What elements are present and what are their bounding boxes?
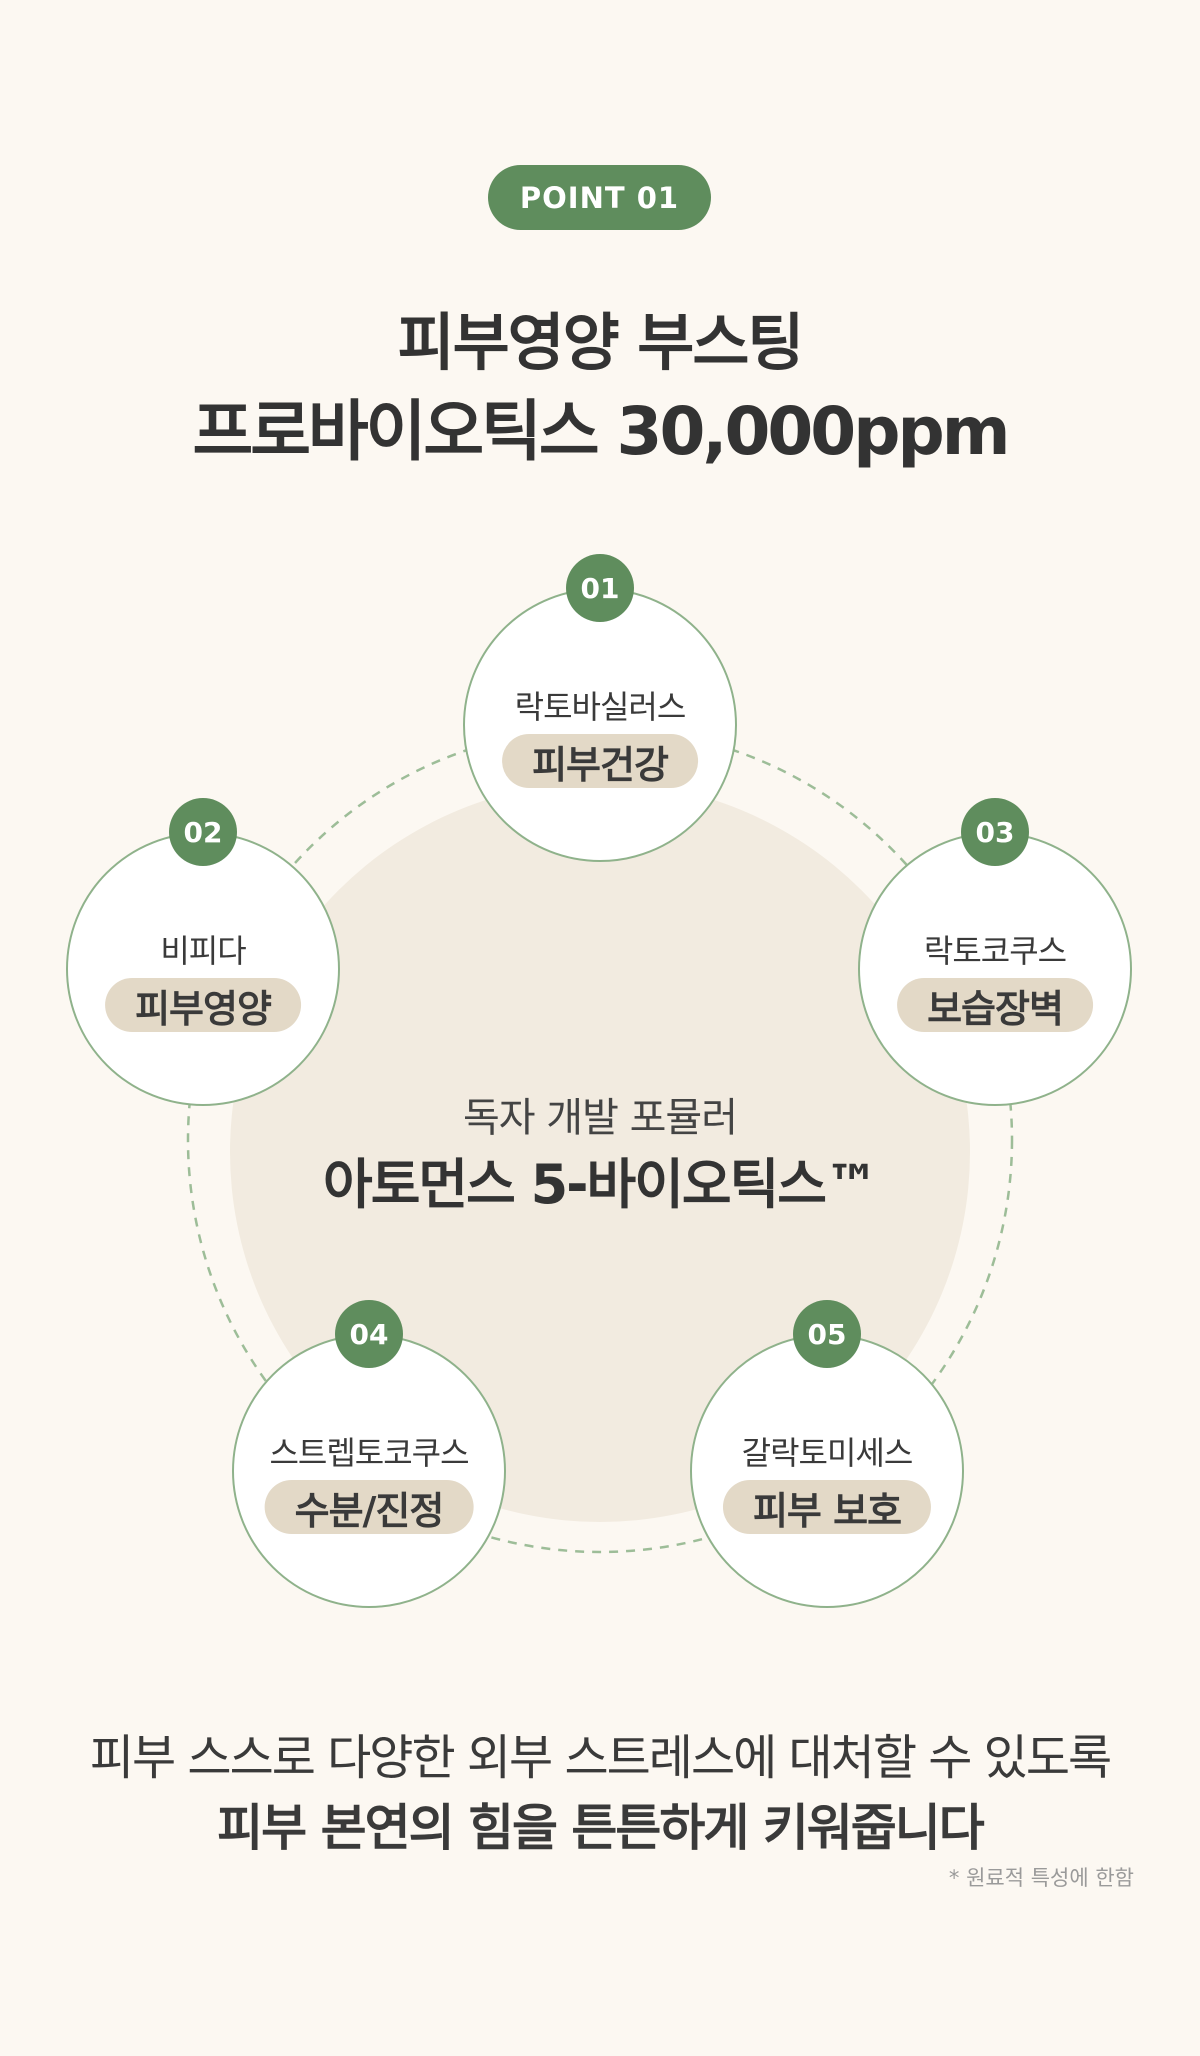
point-badge: POINT 01: [488, 165, 711, 230]
node-strain-name: 갈락토미세스: [741, 1434, 914, 1472]
node-benefit-tag: 피부영양: [105, 978, 301, 1032]
node-benefit-tag: 수분/진정: [264, 1480, 474, 1534]
node-strain-name: 스트렙토코쿠스: [269, 1434, 469, 1472]
center-subtitle: 독자 개발 포뮬러: [462, 1095, 738, 1141]
headline-line-1: 피부영양 부스팅: [397, 306, 805, 379]
node-number-badge: 02: [169, 798, 237, 866]
node-strain-name: 락토코쿠스: [923, 932, 1067, 970]
probiotic-node-02: 02 비피다 피부영양: [66, 798, 340, 1106]
description-line-2: 피부 본연의 힘을 튼튼하게 키워줍니다: [217, 1799, 985, 1857]
probiotic-node-01: 01 락토바실러스 피부건강: [463, 554, 737, 862]
probiotic-node-03: 03 락토코쿠스 보습장벽: [858, 798, 1132, 1106]
node-number-badge: 03: [961, 798, 1029, 866]
node-number-badge: 05: [793, 1300, 861, 1368]
footnote: * 원료적 특성에 한함: [948, 1866, 1134, 1890]
probiotics-diagram: 독자 개발 포뮬러 아토먼스 5-바이오틱스™ 01 락토바실러스 피부건강 0…: [0, 540, 1200, 1620]
probiotic-node-04: 04 스트렙토코쿠스 수분/진정: [232, 1300, 506, 1608]
node-number-badge: 01: [566, 554, 634, 622]
node-benefit-tag: 보습장벽: [897, 978, 1093, 1032]
node-number-badge: 04: [335, 1300, 403, 1368]
node-strain-name: 비피다: [160, 932, 246, 970]
headline-line-2: 프로바이오틱스 30,000ppm: [192, 393, 1011, 470]
node-benefit-tag: 피부 보호: [722, 1480, 932, 1534]
center-title: 아토먼스 5-바이오틱스™: [323, 1153, 879, 1216]
description-line-1: 피부 스스로 다양한 외부 스트레스에 대처할 수 있도록: [89, 1730, 1112, 1786]
probiotic-node-05: 05 갈락토미세스 피부 보호: [690, 1300, 964, 1608]
node-benefit-tag: 피부건강: [502, 734, 698, 788]
node-strain-name: 락토바실러스: [514, 688, 687, 726]
